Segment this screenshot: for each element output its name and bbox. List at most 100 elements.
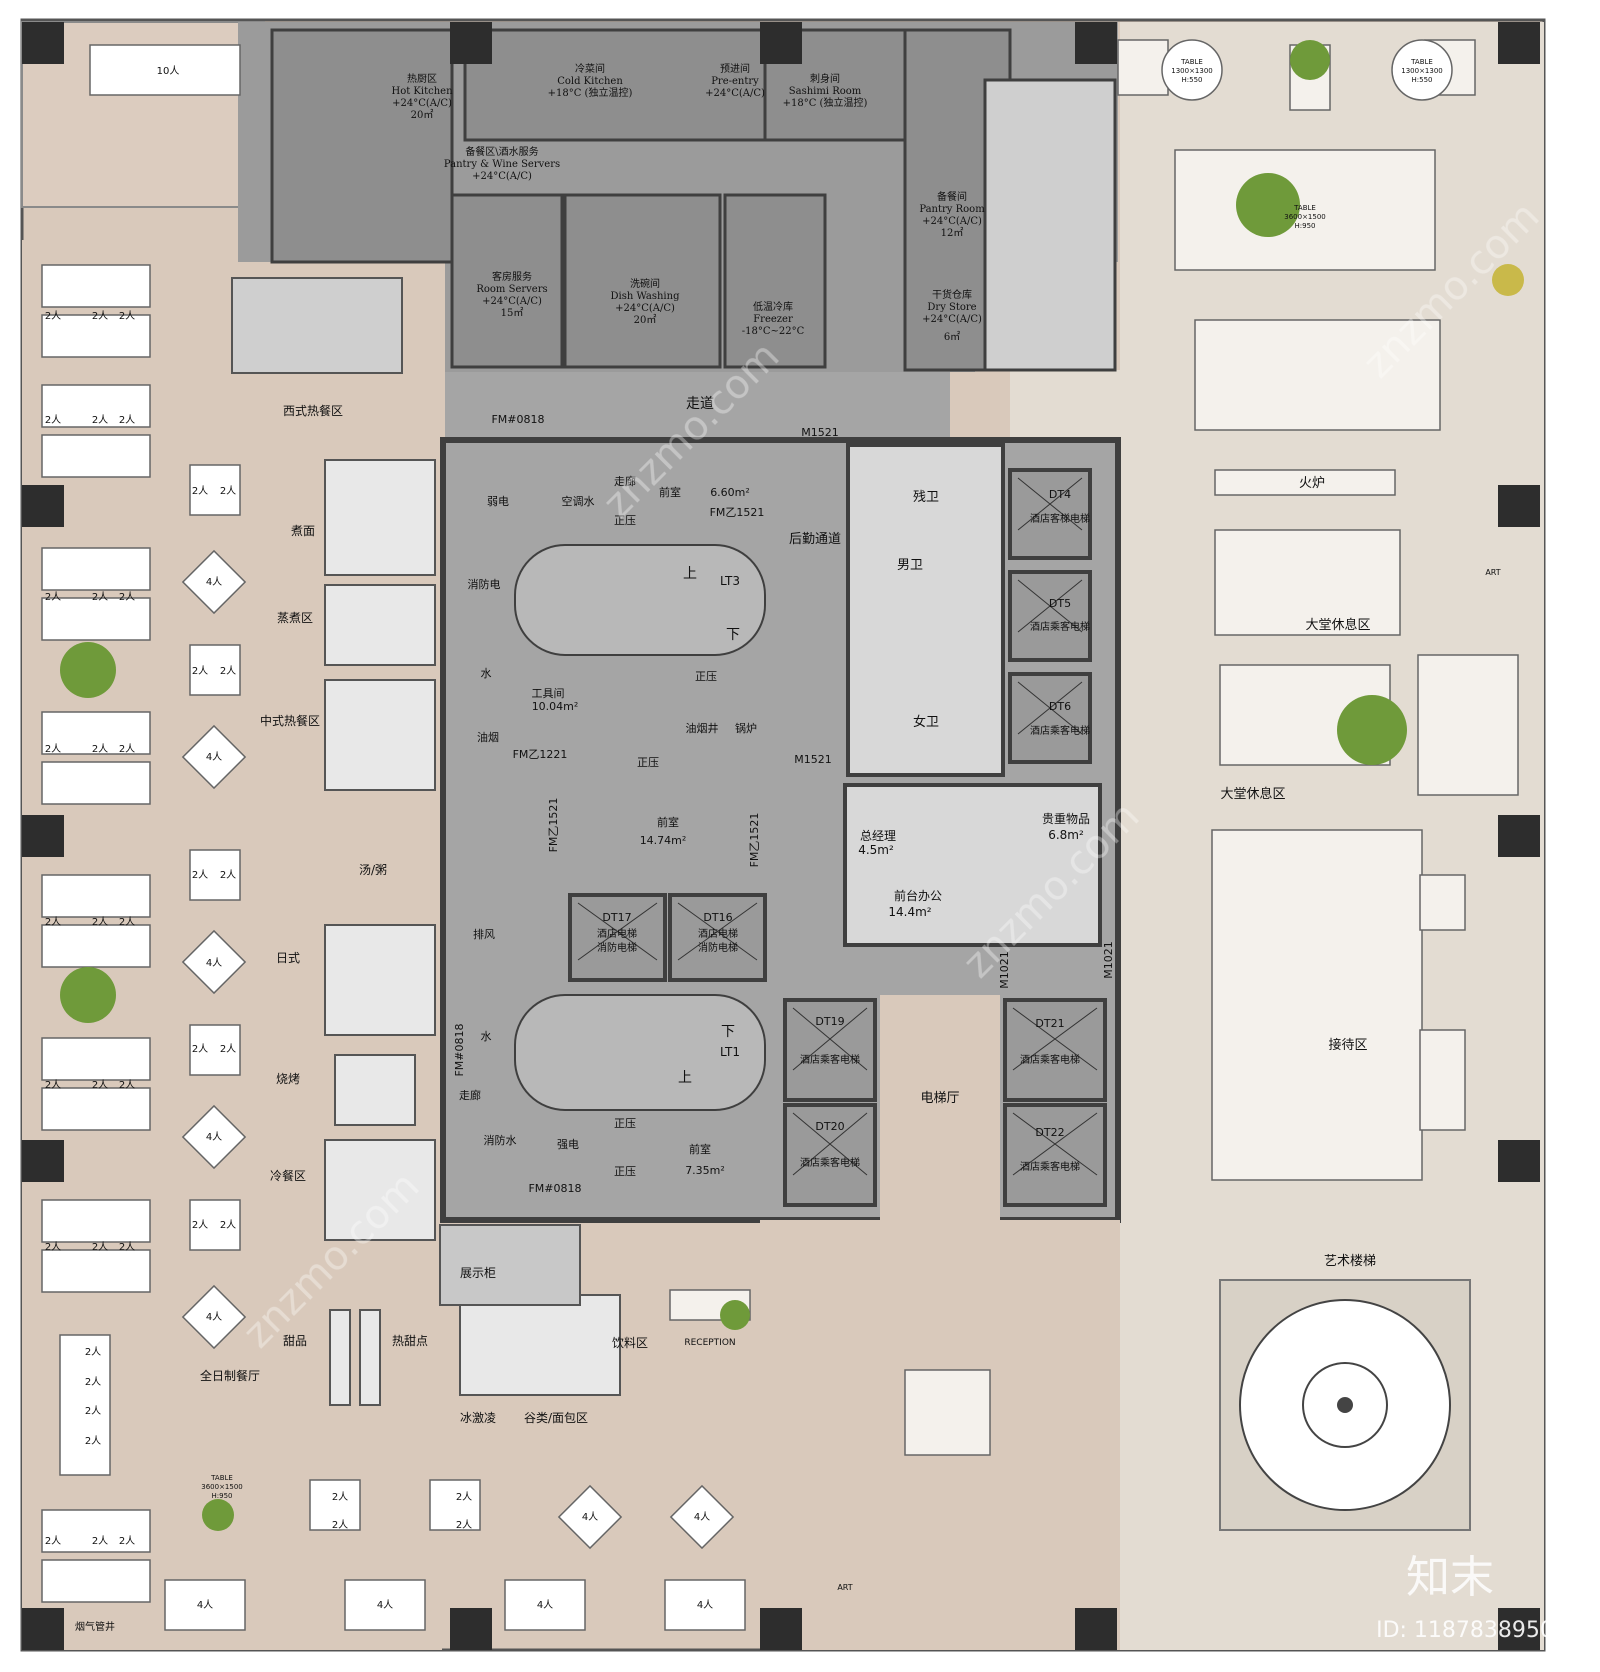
column (1498, 22, 1540, 64)
stair-lt3-label: LT3 (720, 574, 740, 588)
seat-label: 2人 (92, 743, 108, 755)
dt16-id: DT16 (703, 911, 732, 924)
elevator-hall-floor (880, 995, 1000, 1220)
elevator-dt16 (668, 893, 767, 982)
seat-label: 2人 (220, 1219, 236, 1231)
seat-label: 2人 (45, 743, 61, 755)
hot-kitchen-area: 20㎡ (411, 109, 434, 121)
seat-label: 2人 (45, 310, 61, 322)
buffet-stations (324, 459, 621, 1406)
dt19-label: 酒店乘客电梯 (800, 1053, 860, 1066)
west-hot-counter (231, 277, 403, 374)
dt6-id: DT6 (1049, 700, 1071, 713)
bbq-label: 烧烤 (276, 1071, 300, 1086)
round-table-h-right: H:550 (1412, 76, 1433, 84)
cold-kitchen-zh: 冷菜间 (575, 62, 605, 75)
tree (1290, 40, 1330, 80)
seat-label: 2人 (45, 1535, 61, 1547)
long-table-dims: 3600×1500 (1284, 213, 1326, 221)
elevator-dt4 (1008, 468, 1092, 560)
seat-label: 2人 (220, 1043, 236, 1055)
dt22-label: 酒店乘客电梯 (1020, 1160, 1080, 1173)
seat-label: 2人 (92, 1535, 108, 1547)
pressurize-bot-a: 正压 (614, 1117, 636, 1130)
sashimi-room (763, 28, 912, 142)
table-h: H:950 (212, 1492, 233, 1500)
lobby-furniture (669, 39, 1519, 1456)
pressurize-top: 正压 (614, 514, 636, 527)
freezer-room (723, 193, 827, 369)
freezer-zh: 低温冷库 (753, 300, 793, 313)
door-fm1521-right: FM乙1521 (748, 813, 761, 868)
table-tag: TABLE (210, 1474, 233, 1482)
round-table-left (1161, 39, 1223, 101)
stair-corridor-bot: 走廊 (459, 1088, 481, 1102)
sashimi-zh: 刺身间 (810, 72, 840, 85)
accessible-wc-label: 残卫 (913, 490, 939, 505)
japanese-label: 日式 (276, 951, 300, 965)
kitchen-corridor (445, 372, 950, 440)
tree (720, 1300, 750, 1330)
seat-label: 2人 (119, 1241, 135, 1253)
dt22-id: DT22 (1035, 1126, 1064, 1139)
cold-kitchen-en: Cold Kitchen (557, 76, 623, 87)
cold-kitchen-temp: +18°C (独立温控) (548, 86, 633, 99)
seat-label: 2人 (119, 743, 135, 755)
dt20-label: 酒店乘客电梯 (800, 1156, 860, 1169)
seat-label: 2人 (192, 869, 208, 881)
seat-label: 2人 (92, 1079, 108, 1091)
smoke-exhaust-label: 烟气管井 (75, 1620, 115, 1633)
seat-label: 2人 (456, 1519, 472, 1531)
booth-tables (41, 264, 151, 1603)
dt21-label: 酒店乘客电梯 (1020, 1053, 1080, 1066)
tree (1236, 173, 1300, 237)
seat-label: 2人 (220, 869, 236, 881)
door-fm1521-top: FM乙1521 (710, 506, 765, 519)
seat-label: 2人 (92, 310, 108, 322)
anteroom-bot-label: 前室 (689, 1142, 711, 1156)
pantry-room-temp: +24°C(A/C) (922, 216, 982, 227)
elevator-dt6 (1008, 672, 1092, 764)
seat-label: 4人 (697, 1599, 713, 1611)
elevator-dt20 (783, 1103, 877, 1207)
door-fm1521-left: FM乙1521 (547, 798, 560, 853)
elevator-dt17 (568, 893, 667, 982)
dt4-label: 酒店客梯电梯 (1030, 512, 1090, 525)
hot-dessert-label: 热甜点 (392, 1334, 428, 1348)
seat-label: 2人 (332, 1491, 348, 1503)
exhaust-label: 排风 (473, 927, 495, 941)
pre-entry-temp: +24°C(A/C) (705, 88, 765, 99)
stair-down-lt3: 下 (726, 627, 740, 643)
seat-label: 2人 (119, 1535, 135, 1547)
seat-label: 4人 (537, 1599, 553, 1611)
dish-washing-zh: 洗碗间 (630, 277, 660, 290)
round-table-tag-left: TABLE (1180, 58, 1203, 66)
column (22, 1140, 64, 1182)
tree (1337, 695, 1407, 765)
trees (60, 40, 1524, 1531)
tool-room-area: 10.04m² (532, 700, 579, 713)
column (760, 1608, 802, 1650)
column (450, 1608, 492, 1650)
tree (60, 642, 116, 698)
seat-label: 2人 (456, 1491, 472, 1503)
elevator-dt21 (1003, 998, 1107, 1102)
seat-label: 4人 (206, 751, 222, 763)
western-hot-label: 西式热餐区 (283, 403, 343, 418)
womens-wc-label: 女卫 (913, 714, 939, 730)
column (1498, 485, 1540, 527)
art-stair (1219, 1279, 1471, 1531)
dish-washing-area: 20㎡ (634, 314, 657, 326)
pantry-room-en: Pantry Room (919, 204, 985, 215)
seat-label: 2人 (45, 1079, 61, 1091)
dry-store-temp: +24°C(A/C) (922, 314, 982, 325)
dt17-label-a: 酒店电梯 (597, 927, 637, 940)
display-cabinet-label: 展示柜 (460, 1266, 496, 1280)
back-corridor-label: 后勤通道 (789, 532, 841, 547)
round-table-tag-right: TABLE (1410, 58, 1433, 66)
hot-kitchen (270, 28, 454, 264)
seat-label: 4人 (206, 1131, 222, 1143)
cold-area-label: 冷餐区 (270, 1168, 306, 1183)
door-fm0818-bot: FM#0818 (528, 1182, 581, 1195)
